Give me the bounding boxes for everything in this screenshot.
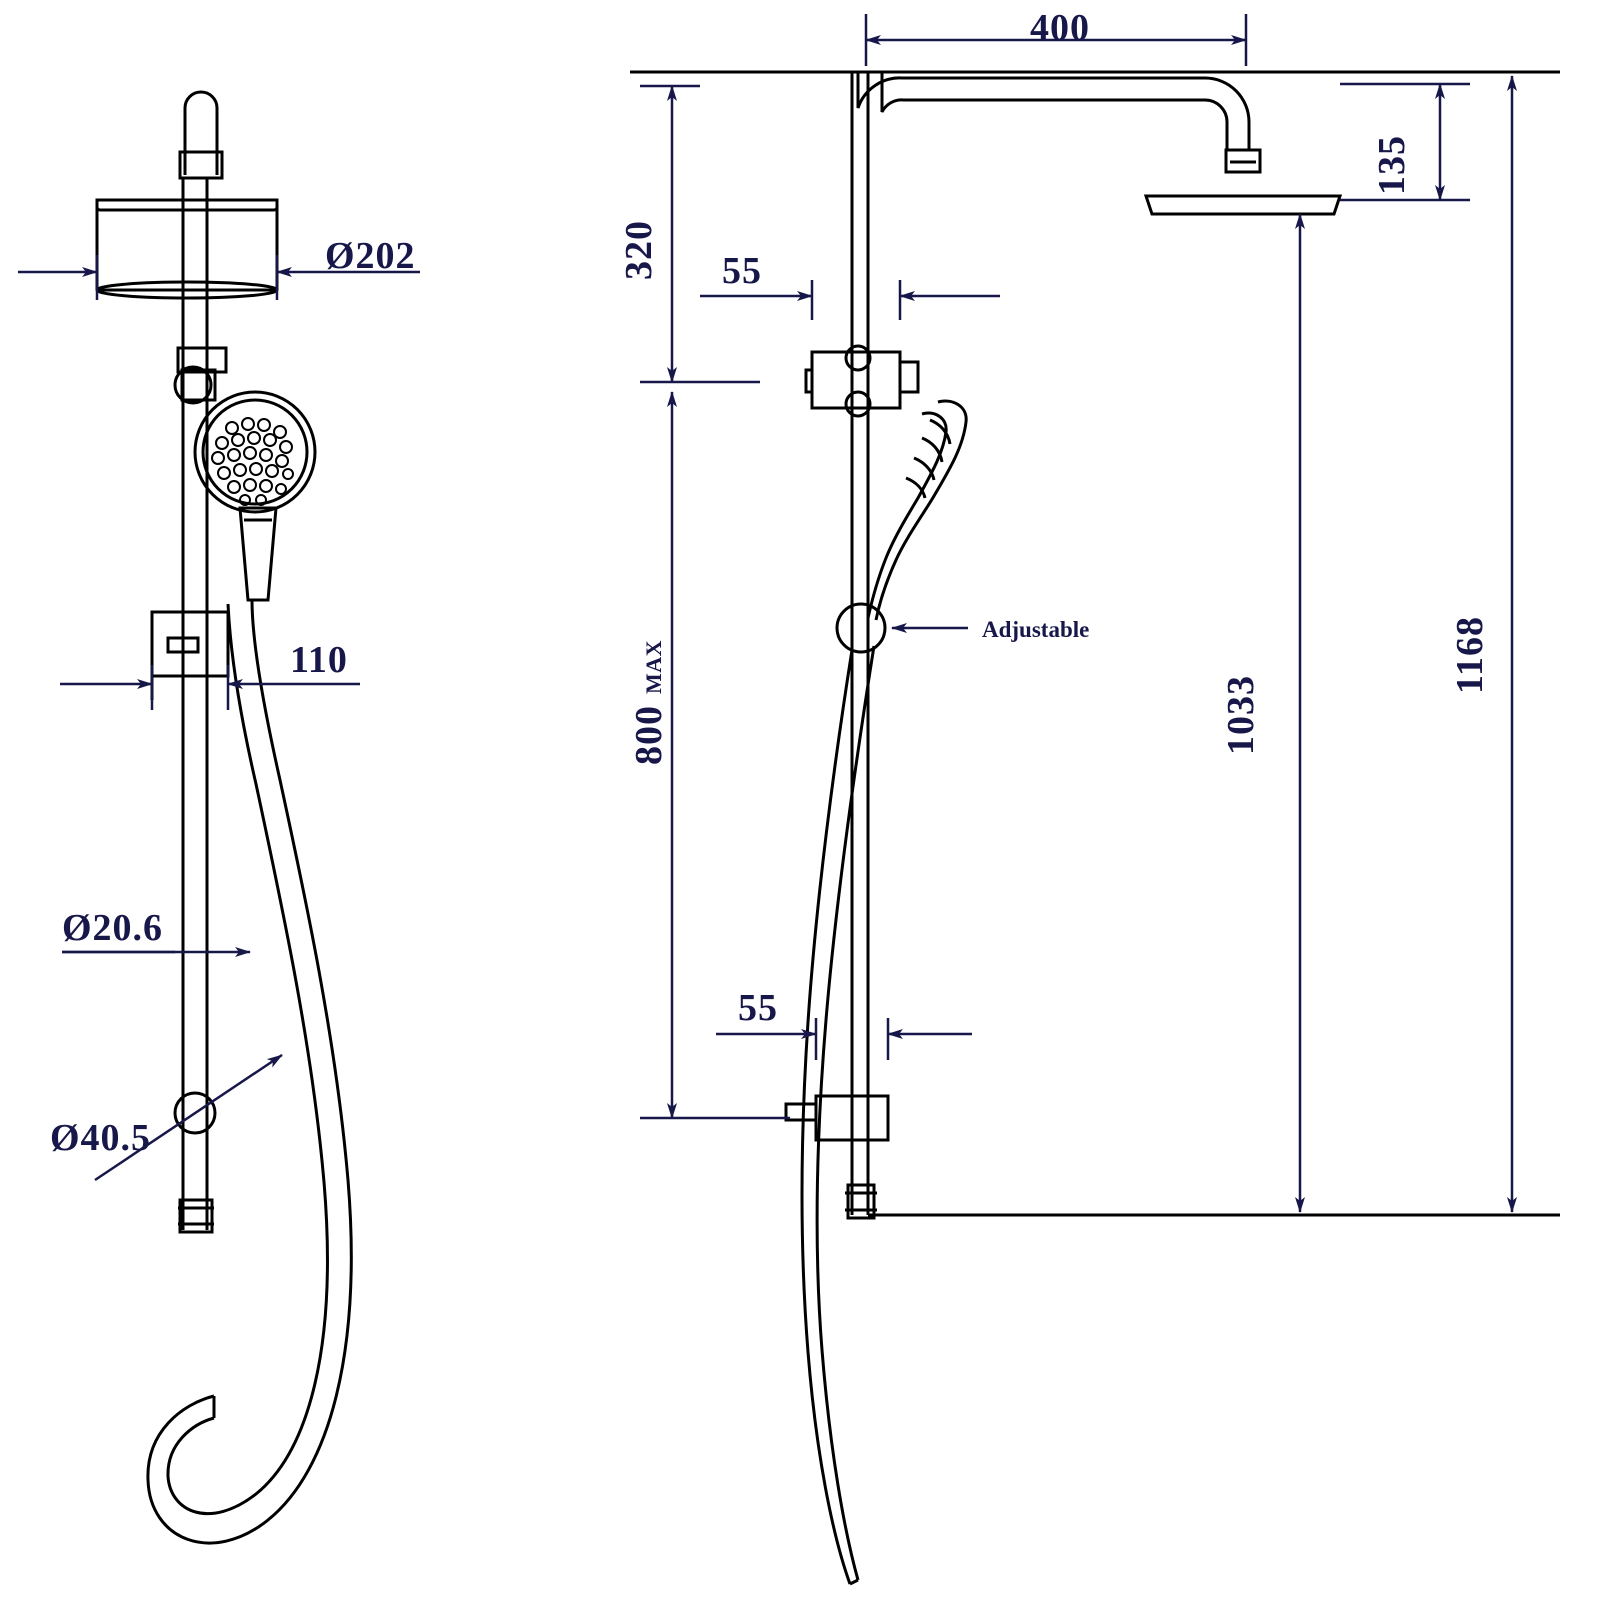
dim-label-800: 800 [628,705,670,765]
side-view-dimensions [640,14,1517,1213]
front-view-dimensions [18,255,420,1182]
dim-label-320: 320 [618,220,660,280]
dim-label-dia405: Ø40.5 [50,1117,151,1159]
dim-label-135: 135 [1371,135,1413,195]
front-view-geometry [95,90,353,1545]
dim-label-55-bottom: 55 [738,987,778,1029]
dim-label-dia202: Ø202 [325,235,416,277]
side-view-geometry [630,70,1560,1586]
dim-label-dia206: Ø20.6 [62,907,163,949]
dim-label-55-top: 55 [722,250,762,292]
dim-label-400: 400 [1030,7,1090,49]
dim-label-1033: 1033 [1220,675,1262,755]
dim-label-110: 110 [290,639,348,681]
annotation-adjustable: Adjustable [982,617,1089,642]
dim-label-1168: 1168 [1449,616,1491,694]
dim-label-800-suffix: MAX [641,640,666,694]
